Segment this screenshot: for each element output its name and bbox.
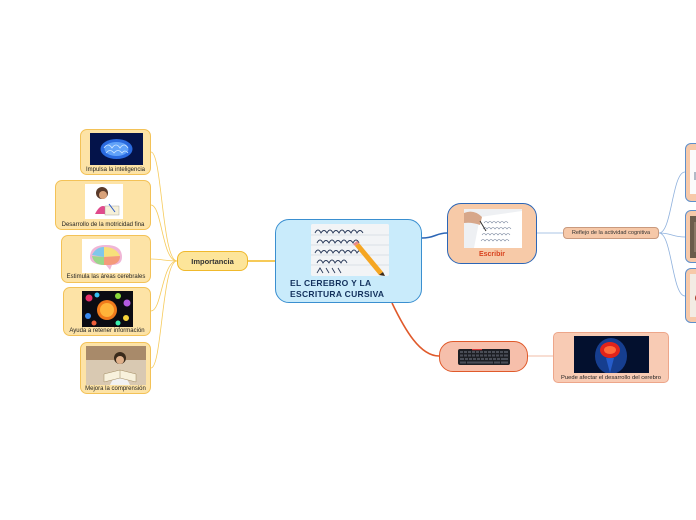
item-label: Desarrollo de la motricidad fina [61, 222, 145, 228]
central-topic[interactable]: EL CEREBRO Y LA ESCRITURA CURSIVA [275, 219, 422, 303]
reflejo-topic[interactable]: Reflejo de la actividad cognitiva [563, 227, 659, 239]
subtopic-image [690, 150, 696, 194]
cognitive-subtopic-2[interactable] [685, 210, 696, 263]
subtopic-image [690, 274, 696, 317]
glowing-brain-image [90, 133, 143, 165]
subtopic-image [690, 216, 696, 258]
escribir-label: Escribir [478, 251, 506, 258]
importancia-item-motricidad[interactable]: Desarrollo de la motricidad fina [55, 180, 151, 230]
handwriting-image [464, 209, 522, 248]
importancia-item-areas[interactable]: Estimula las áreas cerebrales [61, 235, 151, 283]
brain-xray-image [574, 336, 649, 373]
item-label: Estimula las áreas cerebrales [66, 274, 146, 280]
keyboard-image [458, 348, 510, 366]
escribir-topic[interactable]: Escribir [447, 203, 537, 264]
importancia-item-comprension[interactable]: Mejora la comprensión [80, 342, 151, 394]
importancia-item-retener[interactable]: Ayuda a retener información [63, 287, 151, 336]
child-writing-image [85, 184, 123, 219]
colorful-brain-image [82, 239, 130, 273]
cursive-writing-image [311, 224, 389, 276]
importancia-topic[interactable]: Importancia [177, 251, 248, 271]
central-title: EL CEREBRO Y LA ESCRITURA CURSIVA [290, 278, 385, 299]
cognitive-subtopic-1[interactable] [685, 143, 696, 202]
afectar-topic[interactable]: Puede afectar el desarrollo del cerebro [553, 332, 669, 383]
child-reading-image [86, 346, 146, 385]
item-label: Mejora la comprensión [85, 386, 146, 392]
item-label: Ayuda a retener información [69, 328, 145, 334]
keyboard-topic[interactable] [439, 341, 528, 372]
item-label: Impulsa la inteligencia [85, 167, 146, 173]
cognitive-subtopic-3[interactable] [685, 268, 696, 323]
item-label: Puede afectar el desarrollo del cerebro [561, 375, 661, 381]
brain-orbs-image [82, 291, 133, 327]
importancia-item-inteligencia[interactable]: Impulsa la inteligencia [80, 129, 151, 175]
